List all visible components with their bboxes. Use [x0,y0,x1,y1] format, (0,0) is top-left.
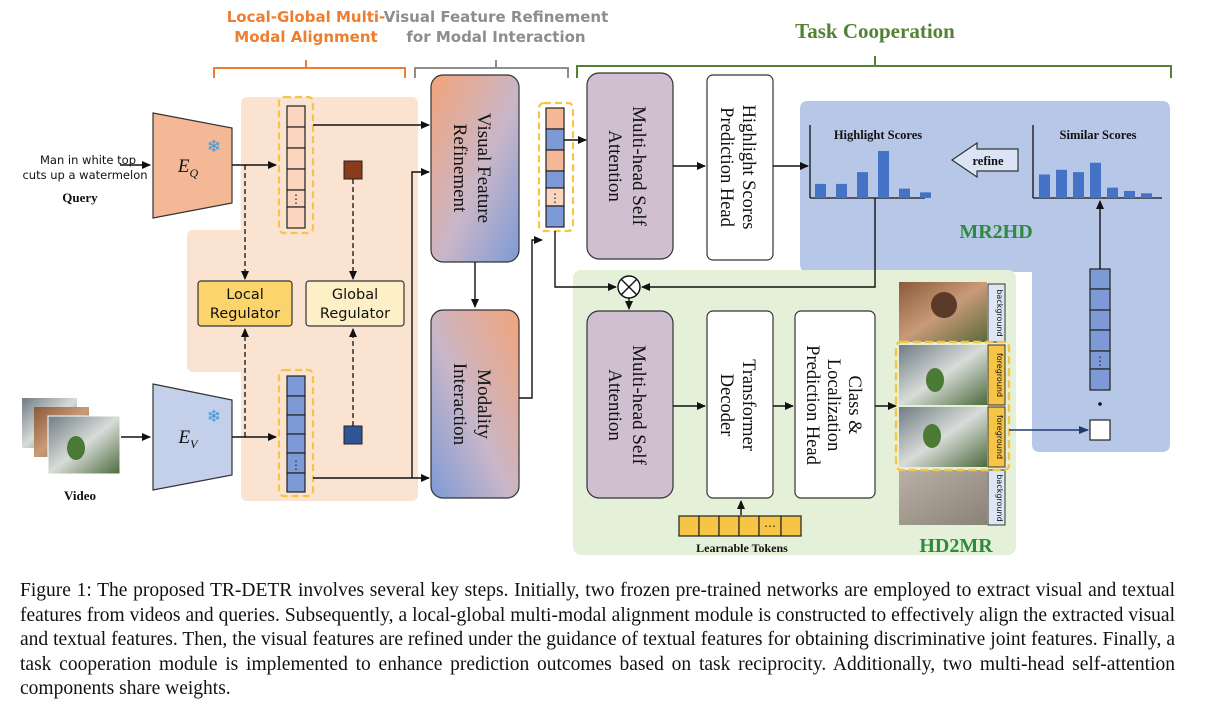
learnable-tokens [678,515,802,537]
video-encoder-label: EV [178,427,200,451]
svg-text:⋮: ⋮ [290,192,302,206]
query-label: Query [62,190,98,205]
mr2hd-label: MR2HD [959,221,1032,243]
refine-arrow [950,141,1019,179]
video-feature-column [286,375,306,493]
learnable-tokens-label: Learnable Tokens [696,541,788,555]
query-encoder [152,112,233,219]
svg-text:⋮: ⋮ [290,458,302,472]
score-bar [1107,187,1118,198]
video-feature-highlight [277,368,315,498]
foreground-highlight [894,340,1011,472]
global-text-token [343,160,363,180]
query-encoder-label: EQ [177,156,199,180]
video-label: Video [64,488,96,503]
similar-scores-bars [1039,162,1152,198]
frame-tag: foreground [995,415,1004,459]
score-bar [857,172,868,198]
bracket-local-global [213,60,406,78]
arrow-mi-to-joint [519,236,543,399]
header-task-cooperation: Task Cooperation [795,19,955,43]
snowflake-icon: ❄ [207,407,221,427]
svg-text:Highlight ScoresPrediction Hea: Highlight ScoresPrediction Head [716,105,758,230]
figure-caption: Figure 1: The proposed TR-DETR involves … [20,580,1175,699]
text-feature-highlight [277,95,315,235]
clip-feature-column [1089,268,1111,391]
bracket-task-cooperation [576,56,1172,78]
highlight-scores-title: Highlight Scores [834,128,922,142]
score-bar [1124,190,1135,198]
score-bar [899,188,910,198]
svg-text:⋮: ⋮ [1094,354,1106,368]
tr-detr-diagram: Local-Global Multi-Modal Alignment Visua… [22,8,1172,557]
score-bar [1141,193,1152,198]
frame-tags [987,283,1006,526]
video-encoder [152,383,233,491]
svg-text:TransformerDecoder: TransformerDecoder [716,359,758,451]
svg-text:⋮: ⋮ [549,191,561,205]
arrow-highlight-to-otimes [641,198,876,291]
hd2mr-label: HD2MR [919,535,993,557]
score-bar [1056,169,1067,198]
svg-text:Visual FeatureRefinement: Visual FeatureRefinement [449,113,494,223]
score-bar [920,192,931,198]
svg-text:Class &LocalizationPrediction: Class &LocalizationPrediction Head [802,345,864,465]
class-localization-head [794,310,876,499]
joint-feature-column [545,107,565,228]
score-bar [1039,174,1050,198]
arrow-video-to-vfr [411,168,430,478]
score-bar [878,151,889,198]
similar-scores-title: Similar Scores [1060,128,1137,142]
highlight-scores-head [706,74,774,261]
arrow-joint-to-otimes [554,231,617,291]
frame-tag: background [995,289,1004,336]
frame-tag: foreground [995,353,1004,397]
score-bar [836,183,847,198]
modality-interaction [430,309,520,499]
local-regulator [197,280,293,327]
svg-text:ModalityInteraction: ModalityInteraction [449,363,494,446]
pooled-token [1089,419,1111,441]
global-video-token [343,425,363,445]
score-bar [815,183,826,198]
score-bar [1073,172,1084,198]
score-bar [1090,162,1101,198]
svg-text:⋯: ⋯ [764,519,776,533]
global-regulator [305,280,405,327]
global-regulator-label: Global [332,287,378,303]
text-feature-column [286,105,306,229]
refine-label: refine [972,154,1003,168]
output-frames [899,282,987,525]
bracket-visual-refinement [414,60,569,78]
transformer-decoder [706,310,774,499]
frame-tag: background [995,474,1004,521]
snowflake-icon: ❄ [207,137,221,157]
local-regulator-label: Local [226,287,264,303]
joint-feature-highlight [537,101,575,233]
header-local-global: Local-Global Multi-Modal Alignment [227,8,386,46]
highlight-scores-bars [815,151,931,198]
svg-text:Multi-head SelfAttention: Multi-head SelfAttention [604,345,649,465]
mhsa-bottom [586,310,674,499]
video-frames [22,398,121,475]
svg-text:Multi-head SelfAttention: Multi-head SelfAttention [604,106,649,226]
